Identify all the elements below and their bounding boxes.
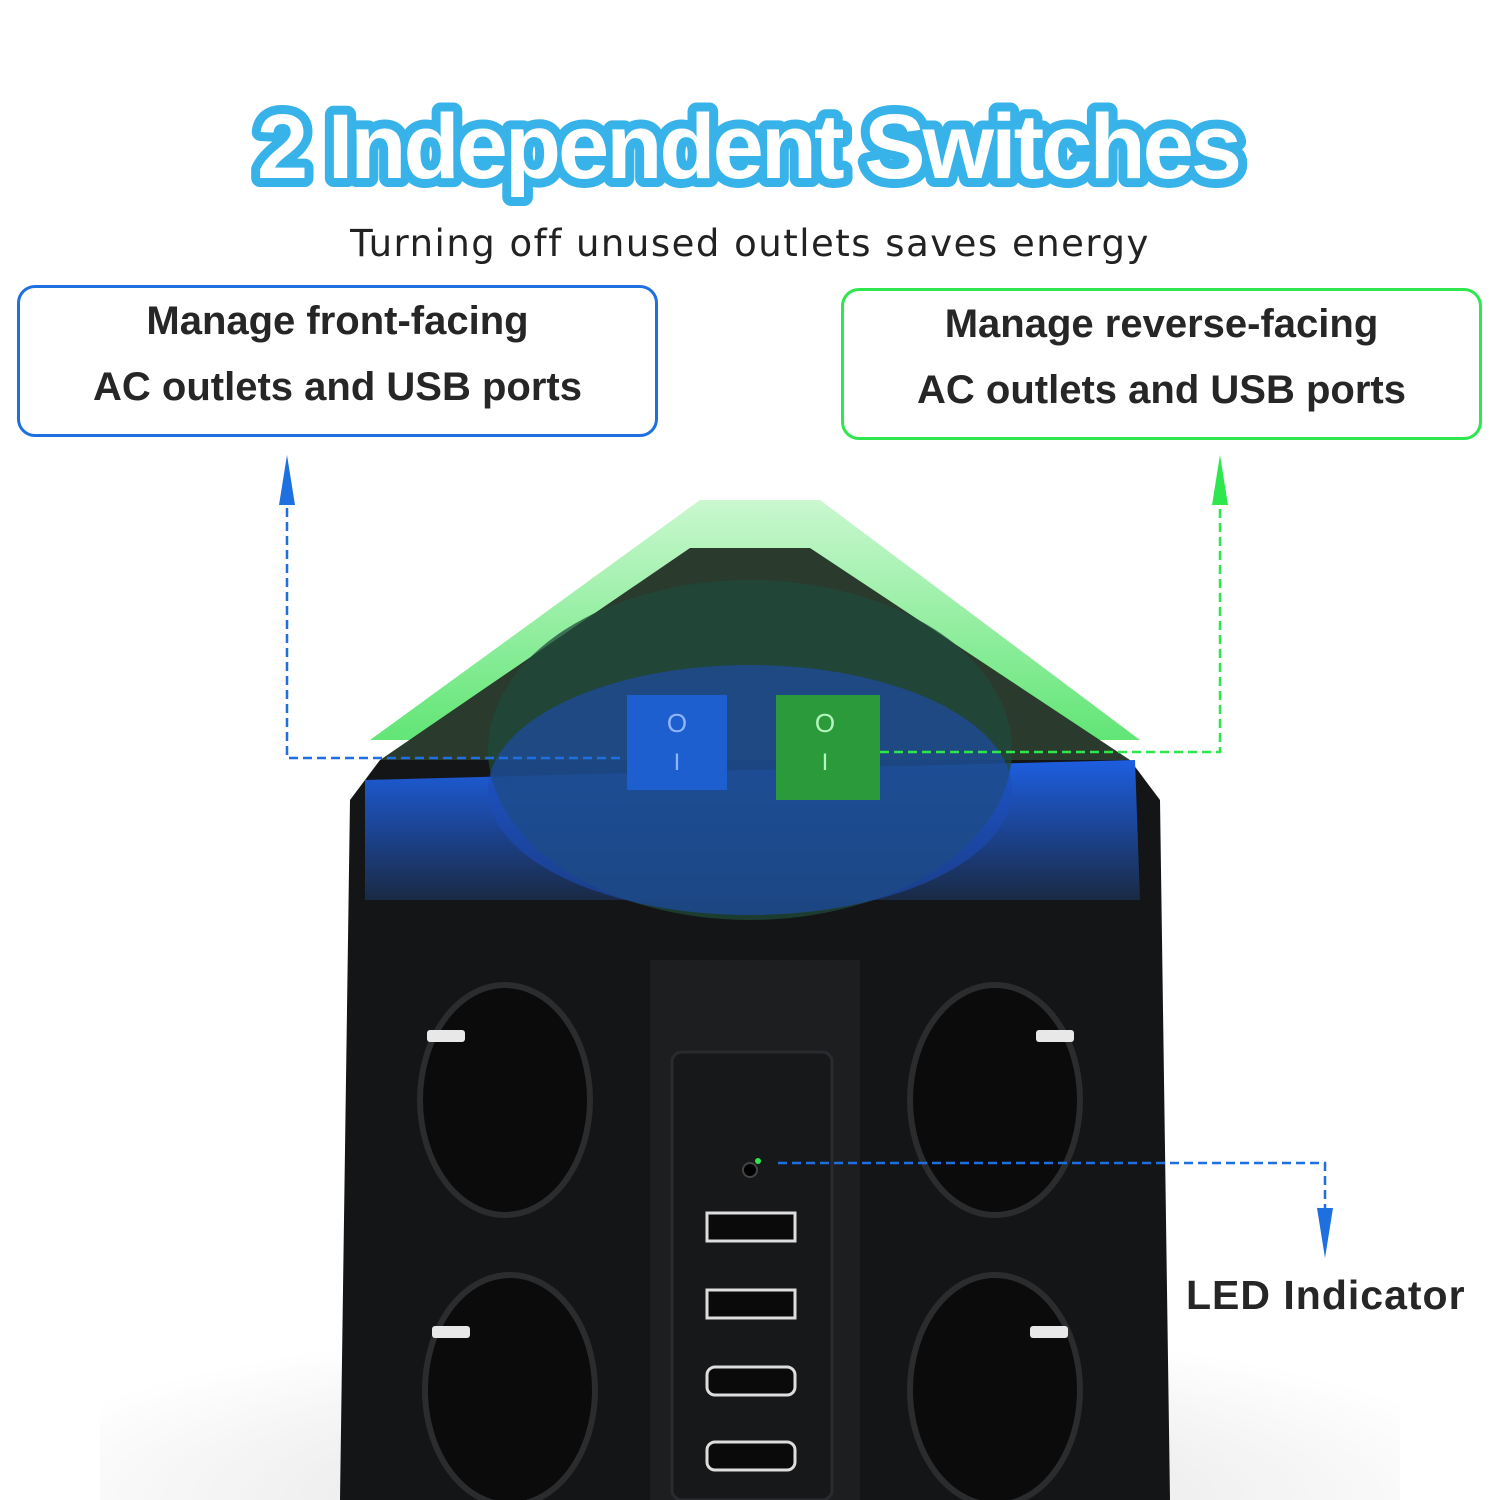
outlet-earth-clips <box>427 1030 1074 1338</box>
front-callout-line1: Manage front-facing <box>146 299 529 343</box>
arrow-up-icon <box>1212 455 1228 505</box>
page-title: 2 Independent Switches <box>248 87 1251 207</box>
led-hole <box>742 1162 758 1178</box>
front-switch-body <box>627 695 727 790</box>
outlet-front-right-top <box>907 982 1083 1218</box>
front-callout-line2: AC outlets and USB ports <box>93 365 582 409</box>
rear-callout-line1: Manage reverse-facing <box>944 302 1379 346</box>
rear-switch[interactable]: O I <box>776 695 880 800</box>
usb-a-port-1 <box>705 1211 797 1243</box>
rear-callout-line2: AC outlets and USB ports <box>917 368 1406 412</box>
subtitle: Turning off unused outlets saves energy <box>350 222 1150 265</box>
front-switch-callout: Manage front-facing AC outlets and USB p… <box>17 285 658 437</box>
front-leader-line <box>285 490 620 760</box>
usb-panel <box>670 1050 834 1500</box>
rear-switch-callout: Manage reverse-facing AC outlets and USB… <box>841 288 1482 440</box>
top-disc-front <box>488 665 1012 915</box>
switch-on-symbol: O <box>667 708 687 738</box>
switch-off-symbol: I <box>822 749 829 776</box>
switch-on-symbol: O <box>815 708 835 738</box>
outlet-front-left-top <box>417 982 593 1218</box>
front-switch[interactable]: O I <box>627 695 727 790</box>
title-text: 2 Independent Switches <box>257 96 1239 198</box>
ac-outlets <box>417 982 1083 1500</box>
outlet-front-left-bottom <box>422 1272 598 1500</box>
usb-c-port-2 <box>705 1440 797 1472</box>
rear-switch-body <box>776 695 880 800</box>
rear-leader-line <box>880 490 1222 754</box>
arrow-down-icon <box>1317 1208 1333 1258</box>
led-leader-line <box>778 1161 1327 1225</box>
outlet-front-right-bottom <box>907 1272 1083 1500</box>
usb-a-port-2 <box>705 1288 797 1320</box>
led-indicator-light <box>755 1158 761 1164</box>
usb-c-port-1 <box>705 1365 797 1397</box>
power-tower-product: O I O I <box>100 455 1400 1500</box>
arrow-up-icon <box>279 455 295 505</box>
led-indicator-label: LED Indicator <box>1186 1272 1466 1318</box>
switch-off-symbol: I <box>674 749 681 776</box>
